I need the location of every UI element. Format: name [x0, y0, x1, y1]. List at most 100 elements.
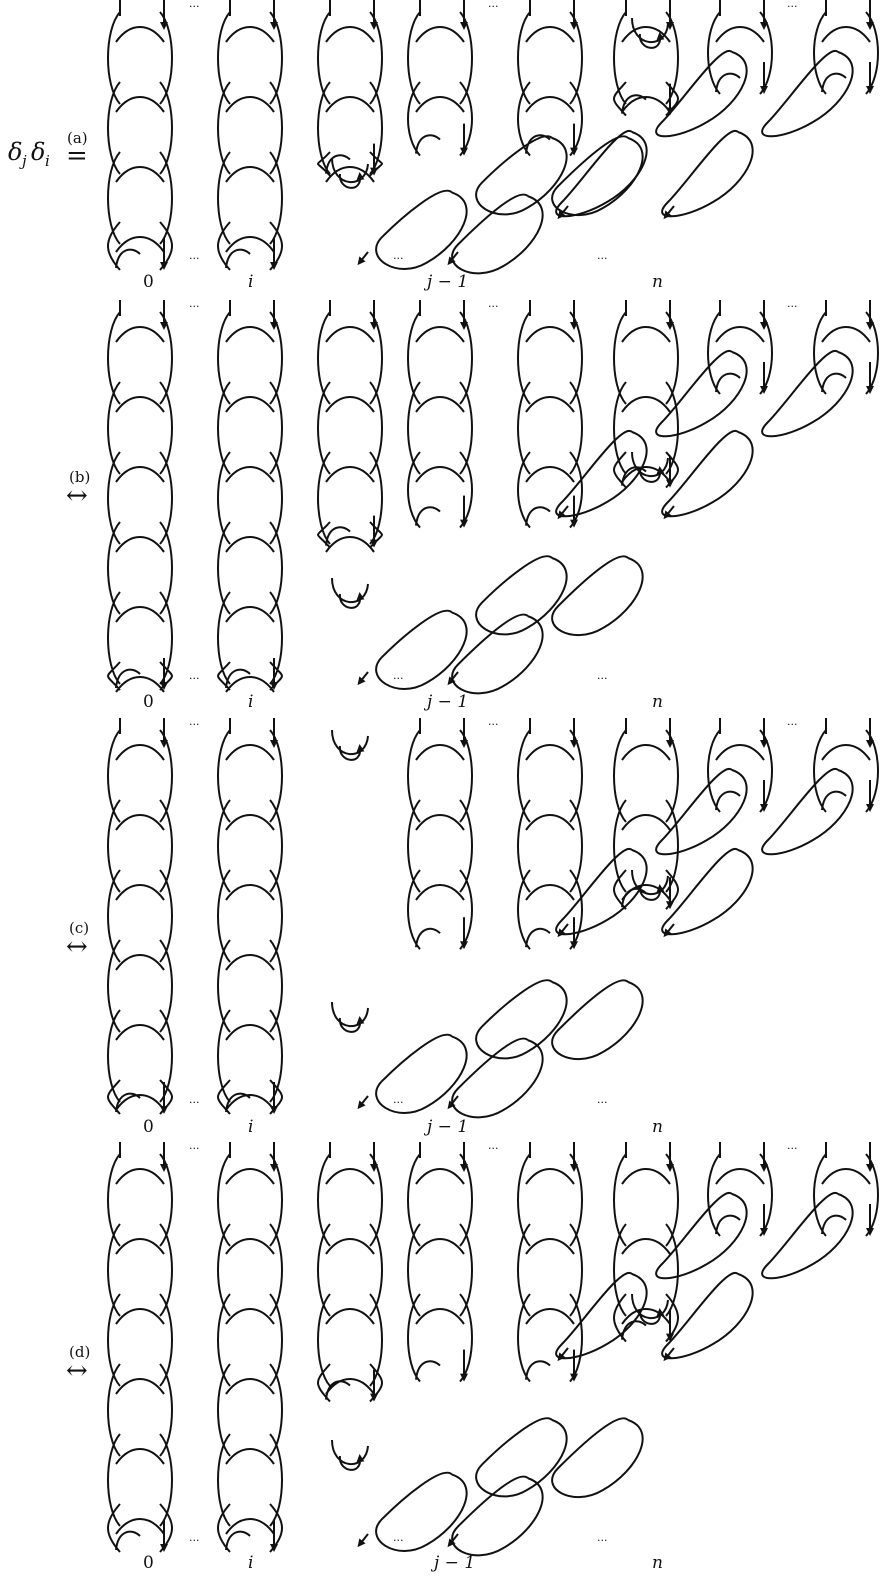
panel-a-dots-top-1: ···: [488, 0, 499, 13]
delta-i-main: δ: [31, 138, 45, 166]
relation-symbol-b: ↔: [66, 481, 88, 511]
panel-b-dots-top-0: ···: [189, 300, 200, 313]
relation-c: (c) ↔: [66, 919, 89, 962]
panel-a-chain-0-loops: [108, 12, 172, 270]
panel-d-chain-2-loops: [318, 1154, 382, 1402]
panel-c-diag-1-arrow: [666, 924, 674, 934]
panel-a-chain-7-bottom-left: [822, 74, 846, 92]
column-label-j-minus-1: j − 1: [423, 272, 468, 292]
panel-d-dots-bot-0: ···: [189, 1534, 200, 1547]
delta-j-main: δ: [8, 138, 22, 166]
column-label-0: 0: [143, 272, 154, 292]
panel-b-dots-bot-2: ···: [597, 672, 608, 685]
panel-a-curl-a: [332, 158, 368, 188]
panel-c-dots-top-0: ···: [189, 718, 200, 731]
panel-d-curl-a: [332, 1440, 368, 1470]
panel-b-chain-0-loops: [108, 312, 172, 692]
column-label-j-minus-1: j − 1: [430, 1553, 475, 1573]
panel-d-chain-i-loops: [218, 1154, 282, 1552]
panel-a-chain-i-loops: [218, 12, 282, 270]
panel-c-diag-1: [662, 769, 853, 934]
panel-d-dots-top-1: ···: [488, 1142, 499, 1155]
panel-d-chain-4-loops: [518, 1154, 582, 1382]
panel-d-chain-7-bottom-left: [822, 1216, 846, 1234]
equation-lhs: δ j δ i: [8, 138, 50, 170]
panel-b-dots-bot-1: ···: [393, 672, 404, 685]
relation-symbol-a: =: [66, 141, 88, 171]
panel-d-chain-3-loops: [408, 1154, 472, 1382]
relation-b: (b) ↔: [66, 468, 90, 511]
panel-a-dots-bot-0: ···: [189, 252, 200, 265]
column-labels-c: 0 i j − 1 n: [143, 1117, 663, 1137]
panel-a-dots-top-0: ···: [189, 0, 200, 13]
column-label-n: n: [652, 272, 663, 292]
panel-b-chain-4-loops: [518, 312, 582, 528]
panel-a-chain-3-bottom-left: [416, 135, 440, 153]
column-label-i: i: [248, 1117, 253, 1137]
panel-b-diag-3-arrow: [360, 672, 368, 682]
panel-a-diag-3-arrow: [360, 252, 368, 262]
panel-b-chain-i-bottom-left: [226, 670, 250, 688]
panel-c-chain-4-bottom-left: [526, 929, 550, 947]
column-label-n: n: [652, 1553, 663, 1573]
panel-a-dots-bot-1: ···: [393, 252, 404, 265]
relation-d: (d) ↔: [66, 1343, 90, 1386]
column-label-n: n: [652, 692, 663, 712]
panel-d-chain-0-loops: [108, 1154, 172, 1552]
panel-c-chain-6-bottom-left: [716, 792, 740, 810]
panel-a-chain-3-loops: [408, 12, 472, 156]
relation-symbol-c: ↔: [66, 932, 88, 962]
panel-d-dots-bot-2: ···: [597, 1534, 608, 1547]
panel-d-chain-5-loops: [614, 1154, 678, 1342]
panel-c-diag-3-arrow: [360, 1096, 368, 1106]
panel-b-diag-1-arrow: [666, 506, 674, 516]
panel-a-chain-4-loops: [518, 12, 582, 156]
panel-d-diag-2-arrow: [560, 1348, 568, 1358]
panel-c-curl-top: [332, 730, 368, 760]
panel-c-chain-0-loops: [108, 730, 172, 1114]
panel-c-chain-5-loops: [614, 730, 678, 909]
panel-a-diag-2: [556, 51, 747, 216]
panel-c-dots-bot-0: ···: [189, 1096, 200, 1109]
column-label-i: i: [248, 1553, 253, 1573]
column-label-0: 0: [143, 1553, 154, 1573]
panel-b-diag-1: [662, 351, 853, 516]
panel-b-chain-3-loops: [408, 312, 472, 528]
panel-d-dots-bot-1: ···: [393, 1534, 404, 1547]
column-label-i: i: [248, 692, 253, 712]
panel-a-chain-i-bottom-left: [226, 250, 250, 268]
panel-a-diag-1-arrow: [666, 206, 674, 216]
panel-b-chain-7-bottom-left: [822, 374, 846, 392]
panel-d-diag-2: [556, 1193, 747, 1358]
column-labels-a: 0 i j − 1 n: [143, 272, 663, 292]
panel-a-diag-1: [662, 51, 853, 216]
panel-b-curl-a: [332, 578, 368, 608]
column-labels-b: 0 i j − 1 n: [143, 692, 663, 712]
column-label-i: i: [248, 272, 253, 292]
panel-d-chain-0-bottom-left: [116, 1532, 140, 1550]
column-label-0: 0: [143, 692, 154, 712]
panel-c-chain-0-bottom-left: [116, 1094, 140, 1112]
panel-b-chain-6-bottom-left: [716, 374, 740, 392]
panel-c-chain-3-bottom-left: [416, 929, 440, 947]
panel-b-chain-2-loops: [318, 312, 382, 552]
panel-a-chain-6-bottom-left: [716, 74, 740, 92]
panel-c-dots-top-2: ···: [787, 718, 798, 731]
panel-c-diag-2-arrow: [560, 924, 568, 934]
column-label-n: n: [652, 1117, 663, 1137]
panel-d-chain-6-bottom-left: [716, 1216, 740, 1234]
panel-b-diag-2: [556, 351, 747, 516]
panel-c-chain-3-loops: [408, 730, 472, 949]
panel-a-chain-2-loops: [318, 12, 382, 182]
panel-b-chain-0-bottom-left: [116, 670, 140, 688]
panel-b-chain-4-bottom-left: [526, 507, 550, 525]
panel-d-chain-i-bottom-left: [226, 1532, 250, 1550]
panel-a-dots-bot-2: ···: [597, 252, 608, 265]
column-label-0: 0: [143, 1117, 154, 1137]
panel-d-dots-top-2: ···: [787, 1142, 798, 1155]
panel-d-diag-3-arrow: [360, 1534, 368, 1544]
panel-c-dots-bot-2: ···: [597, 1096, 608, 1109]
panel-d-diag-1: [662, 1193, 853, 1358]
panel-b-chain-3-bottom-left: [416, 507, 440, 525]
column-label-j-minus-1: j − 1: [423, 1117, 468, 1137]
